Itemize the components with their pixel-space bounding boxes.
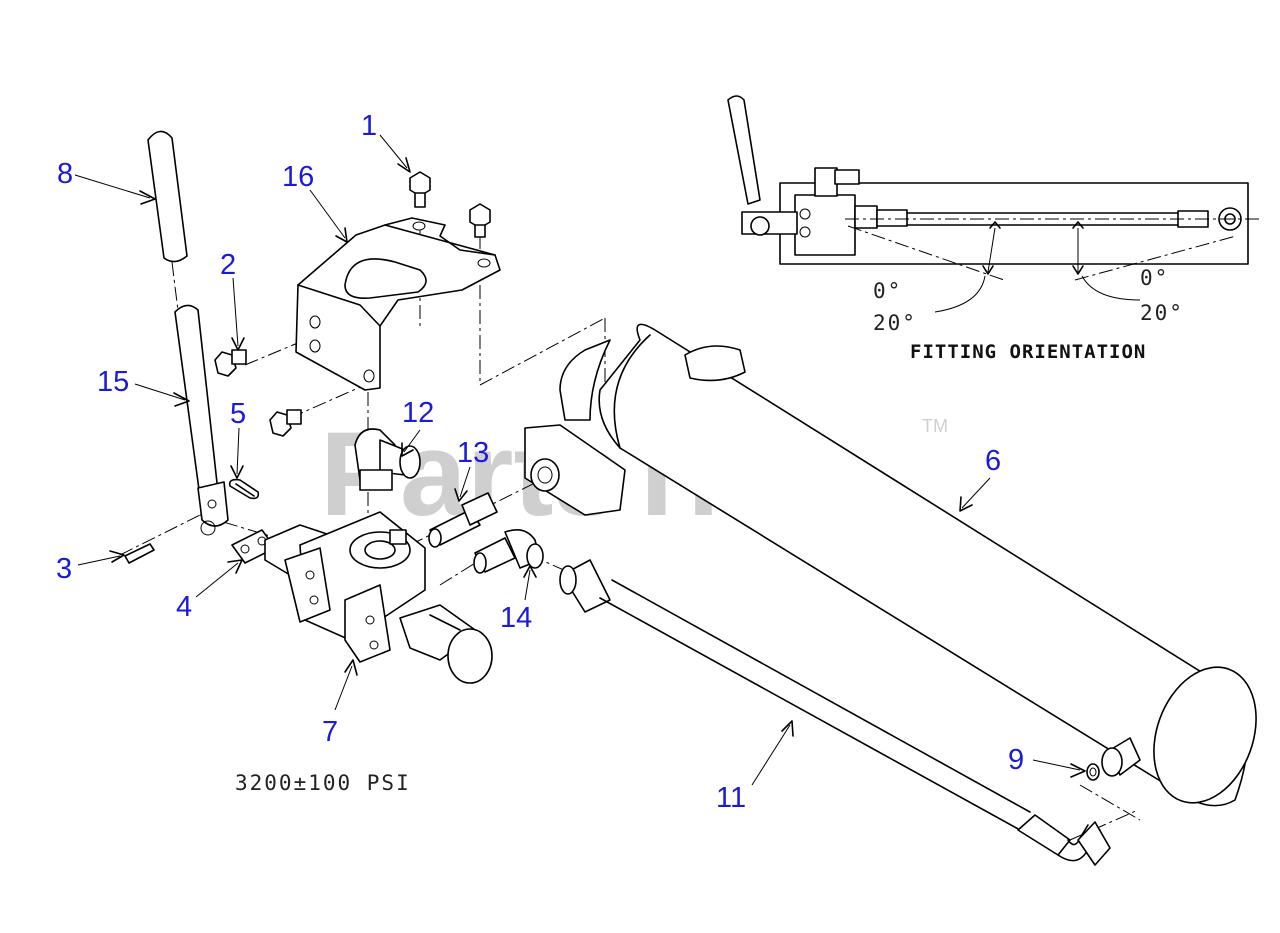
callout-6: 6 [985, 445, 1001, 477]
fitting-orientation-inset: 0° 20° 0° 20° FITTING ORIENTATION [727, 95, 1260, 363]
callout-leaders [74, 134, 1086, 786]
callout-2: 2 [220, 249, 236, 281]
callout-8: 8 [57, 158, 73, 190]
part-13-straight-fitting [428, 492, 498, 548]
inset-angle-left-0: 0° [873, 279, 902, 303]
part-7-valve [264, 511, 493, 684]
part-1-bolts [409, 171, 491, 238]
callout-1: 1 [361, 110, 377, 142]
part-8-handle-grip [147, 130, 188, 263]
callout-12: 12 [402, 397, 434, 429]
part-5-clip [228, 478, 260, 500]
part-9-o-ring [1086, 763, 1100, 781]
part-11-hose [559, 559, 1111, 866]
callout-5: 5 [230, 398, 246, 430]
pressure-note: 3200±100 PSI [235, 771, 411, 795]
callout-numbers: 1 16 8 2 15 5 12 13 6 3 4 14 7 9 11 [56, 110, 1024, 814]
callout-4: 4 [176, 591, 192, 623]
part-12-elbow-fitting [354, 428, 421, 491]
inset-caption: FITTING ORIENTATION [910, 341, 1146, 363]
callout-13: 13 [457, 437, 489, 469]
inset-angle-right-20: 20° [1140, 301, 1184, 325]
callout-9: 9 [1008, 744, 1024, 776]
part-16-bracket [295, 217, 501, 391]
part-2-bolts [214, 349, 302, 437]
callout-15: 15 [97, 366, 129, 398]
callout-14: 14 [500, 602, 532, 634]
callout-3: 3 [56, 553, 72, 585]
callout-11: 11 [716, 782, 746, 814]
callout-7: 7 [322, 716, 338, 748]
watermark-tm: TM [922, 416, 948, 436]
inset-angle-left-20: 20° [873, 311, 917, 335]
part-15-handle [174, 304, 229, 536]
callout-16: 16 [282, 161, 314, 193]
part-3-pin [124, 543, 155, 564]
part-6-cylinder [524, 323, 1257, 807]
part-14-elbow-fitting [473, 529, 544, 574]
inset-angle-right-0: 0° [1140, 266, 1169, 290]
